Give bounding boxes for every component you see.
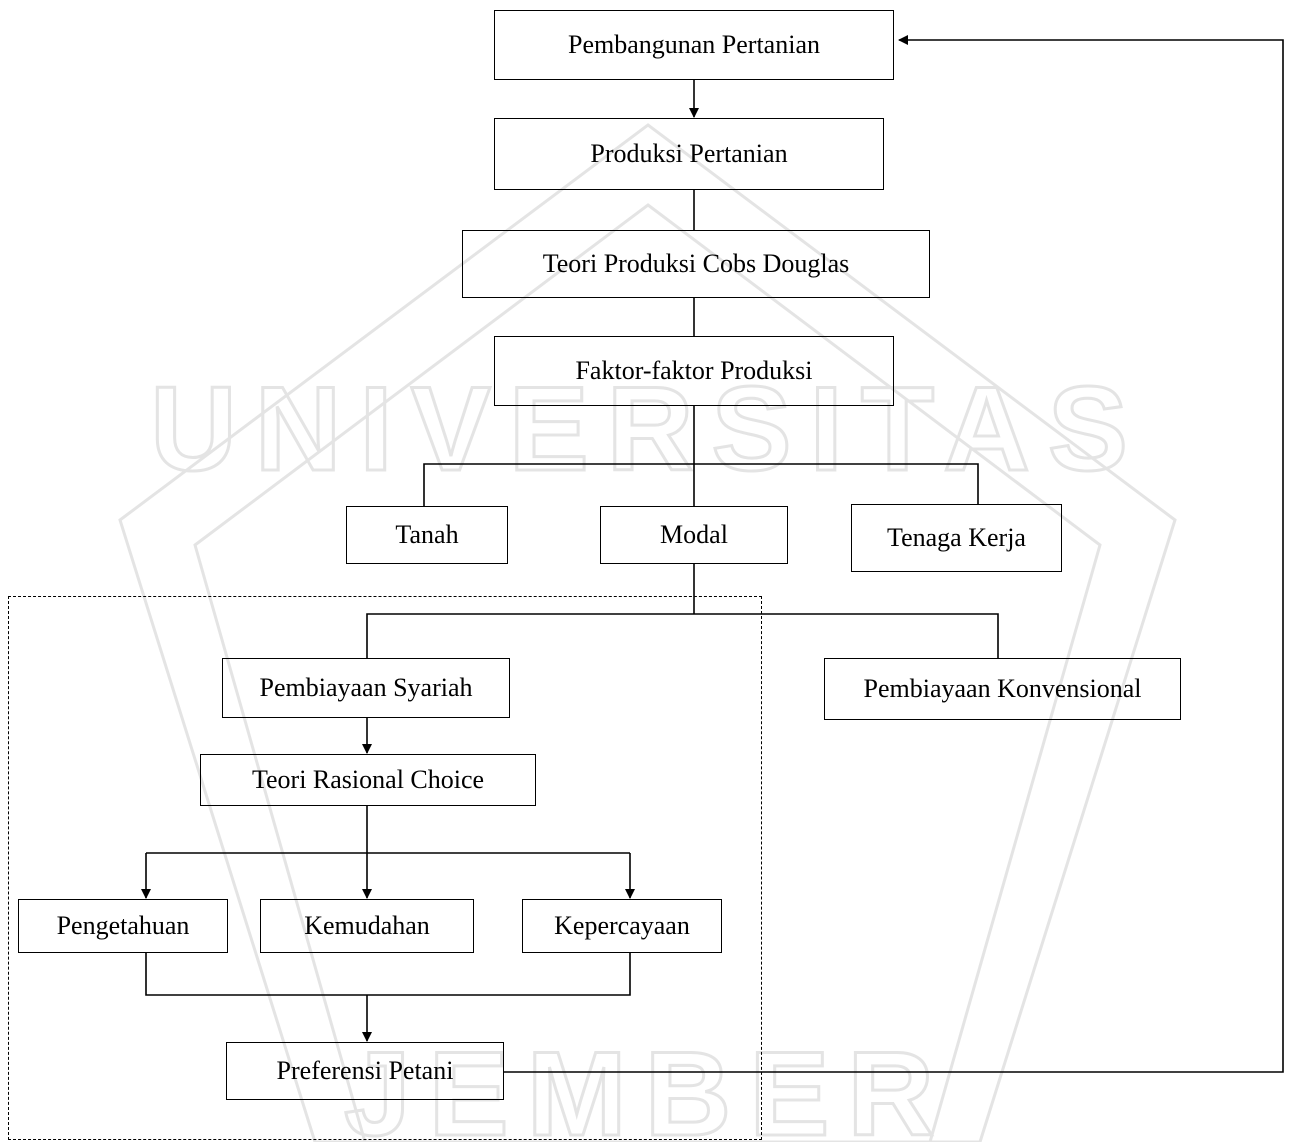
node-label: Tenaga Kerja xyxy=(887,523,1026,552)
node-pengetahuan: Pengetahuan xyxy=(18,899,228,953)
line-branch-syariah xyxy=(366,613,999,658)
node-label: Modal xyxy=(660,520,728,549)
watermark-pentagon-outer xyxy=(118,123,1177,1142)
node-label: Kemudahan xyxy=(304,911,430,940)
watermark-text-bottom: JEMBER xyxy=(344,1027,952,1142)
node-label: Pembangunan Pertanian xyxy=(568,30,820,59)
node-label: Faktor-faktor Produksi xyxy=(575,356,813,385)
node-produksi-pertanian: Produksi Pertanian xyxy=(494,118,884,190)
watermark-text: UNIVERSITAS xyxy=(150,362,1146,496)
node-teori-produksi: Teori Produksi Cobs Douglas xyxy=(462,230,930,298)
node-label: Pembiayaan Syariah xyxy=(259,673,473,702)
node-modal: Modal xyxy=(600,506,788,564)
node-label: Produksi Pertanian xyxy=(590,139,788,168)
node-label: Tanah xyxy=(395,520,459,549)
node-pembiayaan-syariah: Pembiayaan Syariah xyxy=(222,658,510,718)
node-teori-rasional-choice: Teori Rasional Choice xyxy=(200,754,536,806)
node-kemudahan: Kemudahan xyxy=(260,899,474,953)
node-kepercayaan: Kepercayaan xyxy=(522,899,722,953)
node-faktor-produksi: Faktor-faktor Produksi xyxy=(494,336,894,406)
node-label: Preferensi Petani xyxy=(276,1056,454,1085)
node-tenaga-kerja: Tenaga Kerja xyxy=(851,504,1062,572)
node-pembangunan-pertanian: Pembangunan Pertanian xyxy=(494,10,894,80)
node-label: Pengetahuan xyxy=(56,911,190,940)
feedback-arrow-preferensi-to-pembangunan xyxy=(504,35,1284,1073)
node-label: Teori Produksi Cobs Douglas xyxy=(542,249,850,278)
node-pembiayaan-konvensional: Pembiayaan Konvensional xyxy=(824,658,1181,720)
watermark-pentagon-inner xyxy=(193,203,1102,1142)
node-label: Teori Rasional Choice xyxy=(251,765,485,794)
syariah-focus-region xyxy=(8,596,762,1140)
node-preferensi-petani: Preferensi Petani xyxy=(226,1042,504,1100)
node-label: Pembiayaan Konvensional xyxy=(863,674,1142,703)
line-branch-tanah xyxy=(423,463,979,506)
node-label: Kepercayaan xyxy=(554,911,690,940)
line-factors-merge xyxy=(145,953,631,996)
node-tanah: Tanah xyxy=(346,506,508,564)
